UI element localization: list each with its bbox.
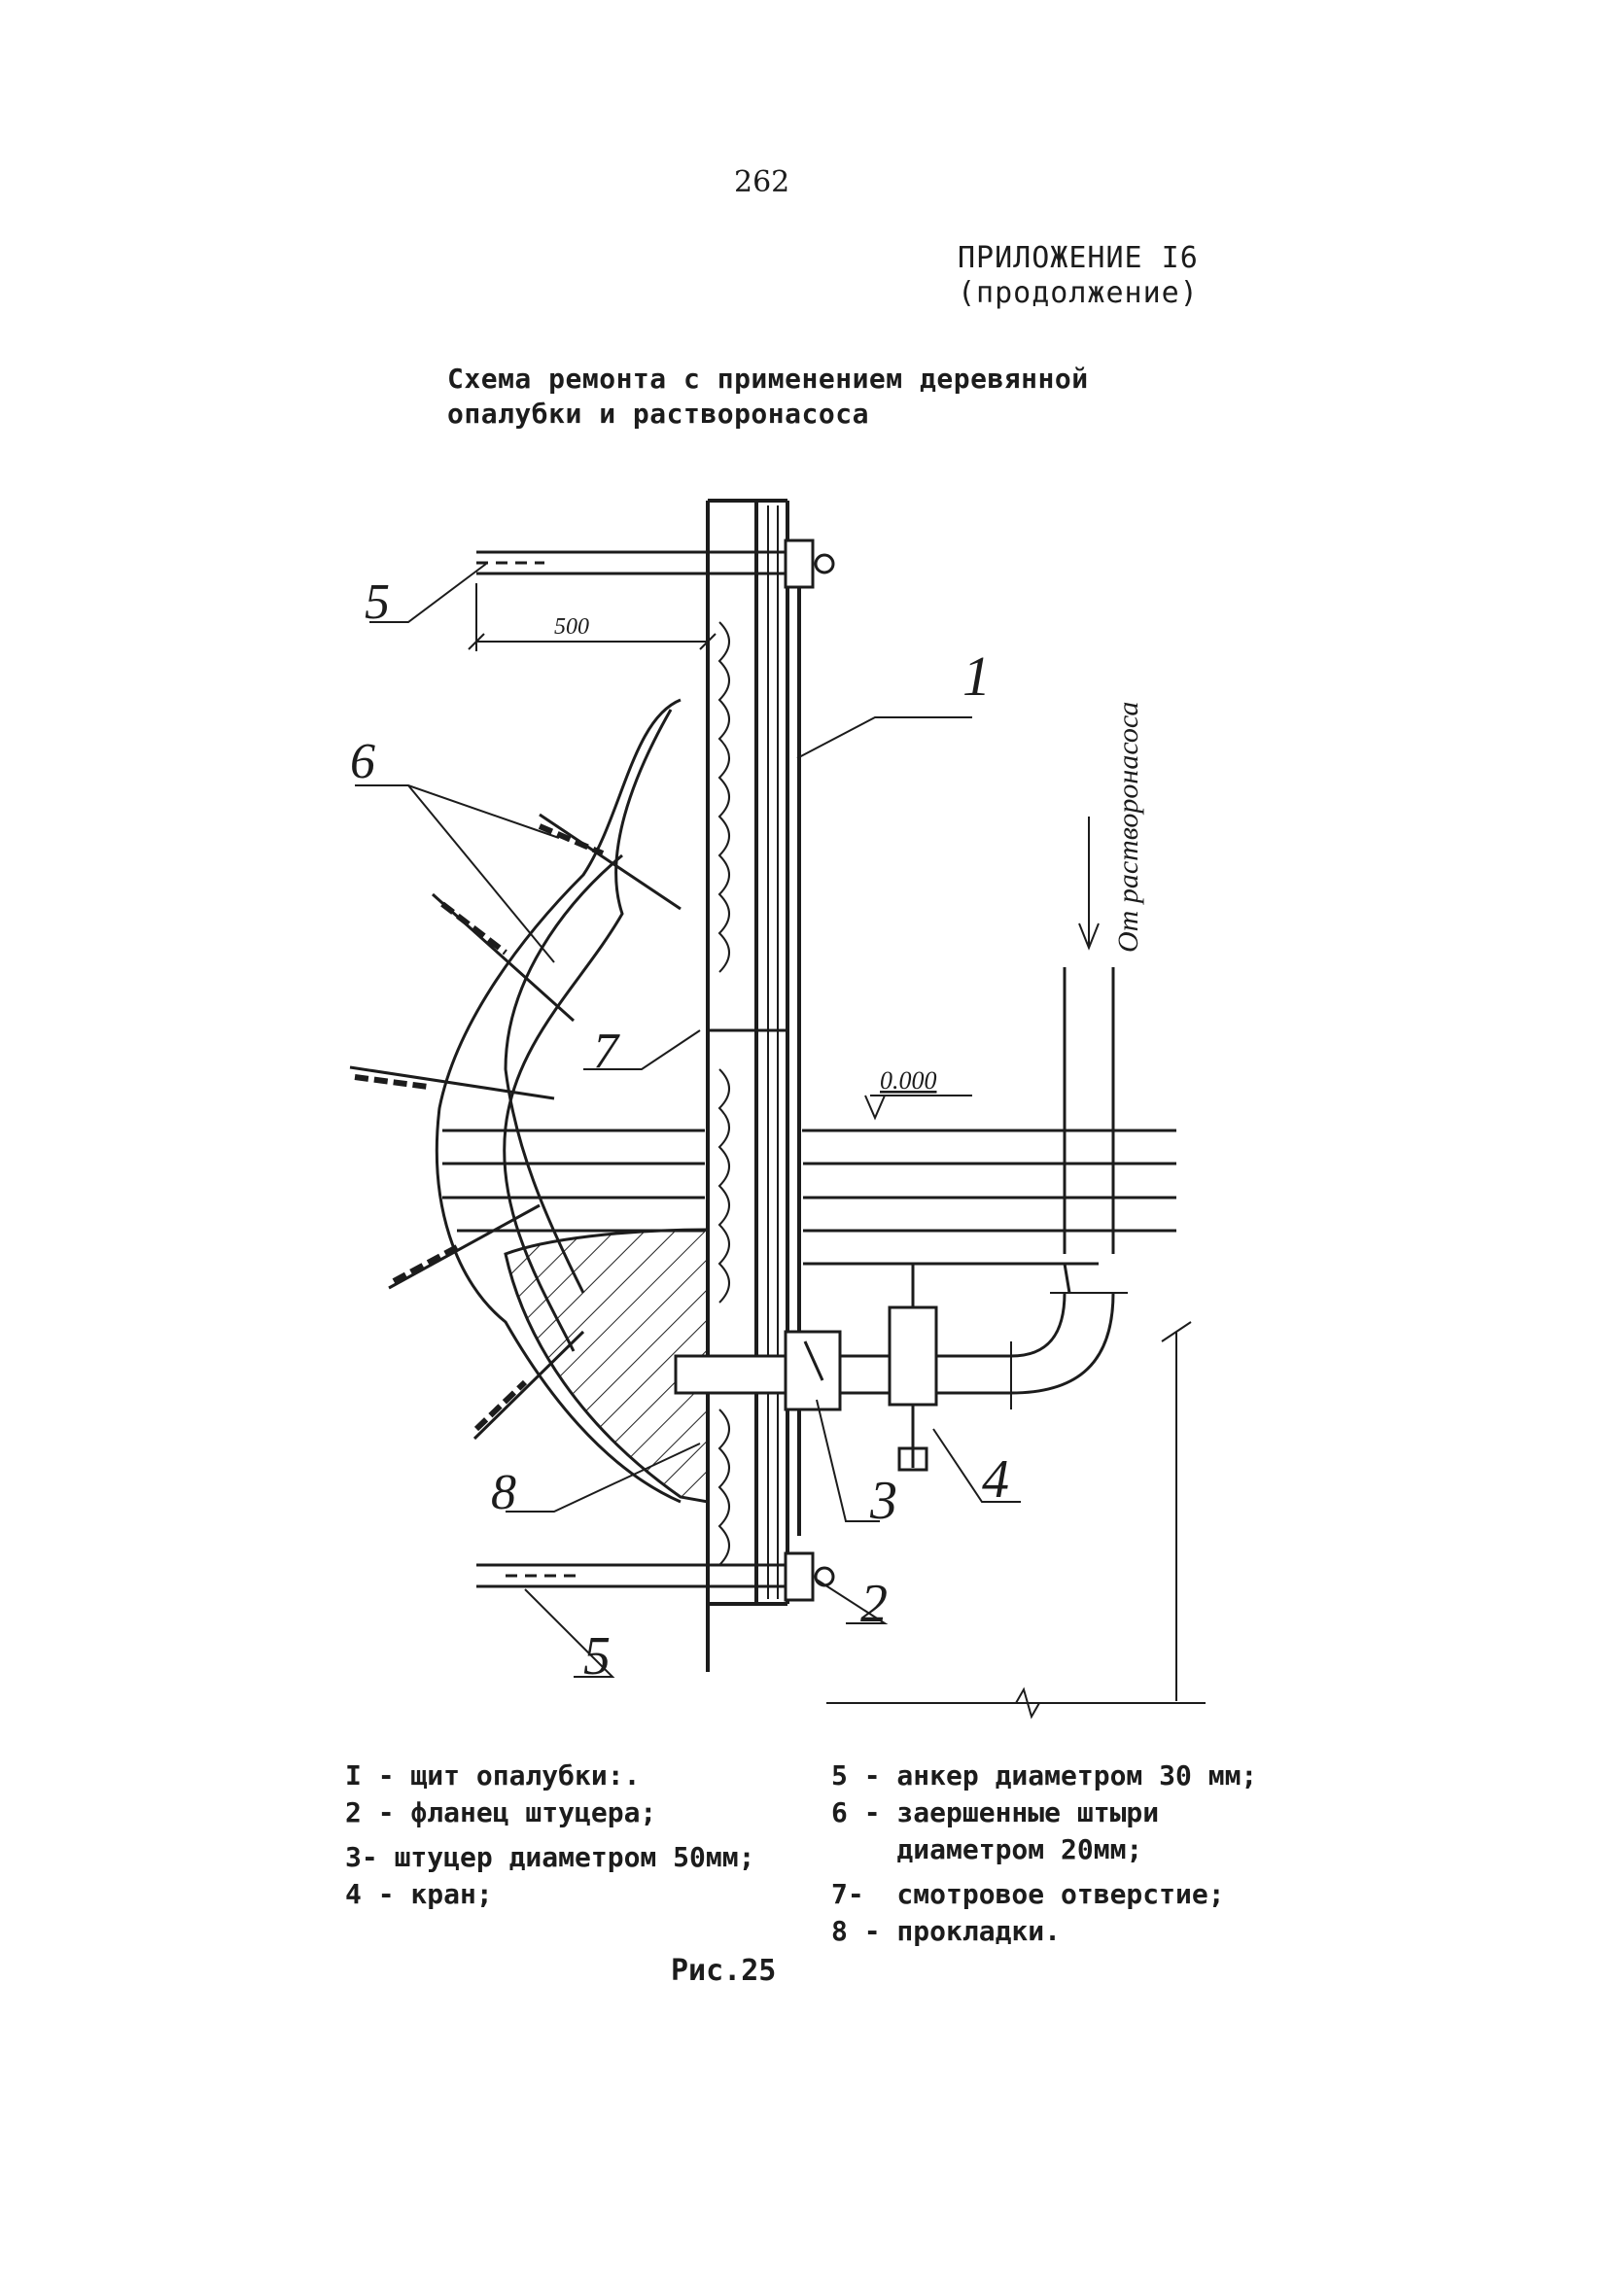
- page-number: 262: [734, 165, 790, 199]
- label-3: 3: [869, 1471, 897, 1531]
- bottom-anchor: [476, 1551, 835, 1602]
- top-anchor: [476, 539, 835, 589]
- appendix-heading: ПРИЛОЖЕНИЕ I6 (продолжение): [958, 241, 1199, 311]
- appendix-subtitle: (продолжение): [958, 276, 1199, 310]
- level-mark-label: 0.000: [880, 1066, 937, 1095]
- pump-label: От растворонасоса: [1112, 702, 1144, 953]
- legend-right: 5 - анкер диаметром 30 мм; 6 - заершенны…: [831, 1757, 1376, 1950]
- legend-item: 4 - кран;: [345, 1878, 493, 1910]
- leader-lines: [355, 563, 1021, 1678]
- appendix-title: ПРИЛОЖЕНИЕ I6: [958, 241, 1199, 275]
- legend-item: 3- штуцер диаметром 50мм;: [345, 1841, 755, 1873]
- caption-line-2: опалубки и растворонасоса: [447, 398, 869, 430]
- label-1: 1: [962, 644, 991, 708]
- pump-pipe: [1010, 967, 1128, 1409]
- water-surface: [442, 1129, 1176, 1266]
- label-8: 8: [491, 1465, 516, 1520]
- nozzle-flange: [674, 1330, 1011, 1411]
- label-2: 2: [860, 1574, 888, 1634]
- hatched-repair-zone: [504, 1228, 710, 1504]
- legend-item: диаметром 20мм;: [831, 1833, 1143, 1865]
- label-7: 7: [593, 1024, 620, 1079]
- caption-line-1: Схема ремонта с применением деревянной: [447, 363, 1089, 395]
- legend-item: I - щит опалубки:.: [345, 1759, 641, 1792]
- label-4: 4: [982, 1449, 1009, 1510]
- legend-left: I - щит опалубки:. 2 - фланец штуцера; 3…: [345, 1757, 851, 1913]
- legend-item: 2 - фланец штуцера;: [345, 1796, 657, 1828]
- label-6: 6: [350, 734, 375, 789]
- figure-caption: Схема ремонта с применением деревянной о…: [447, 362, 1089, 432]
- valve: [888, 1262, 962, 1472]
- dimension-500: 500: [554, 614, 589, 640]
- dimension-line: [468, 583, 717, 651]
- figure-number: Рис.25: [671, 1954, 777, 1988]
- barbed-pins: [349, 813, 682, 1441]
- legend-item: 6 - заершенные штыри: [831, 1796, 1160, 1828]
- label-5-bottom: 5: [583, 1626, 611, 1687]
- formwork-shield: [706, 499, 801, 1672]
- legend-item: 7- смотровое отверстие;: [831, 1878, 1225, 1910]
- level-mark: [864, 1095, 972, 1121]
- legend-item: 8 - прокладки.: [831, 1915, 1062, 1947]
- damage-contour: [435, 698, 682, 1504]
- label-5-top: 5: [365, 574, 390, 630]
- legend-item: 5 - анкер диаметром 30 мм;: [831, 1759, 1258, 1792]
- pump-arrow: [1078, 817, 1100, 951]
- ground-boundary: [826, 1321, 1206, 1720]
